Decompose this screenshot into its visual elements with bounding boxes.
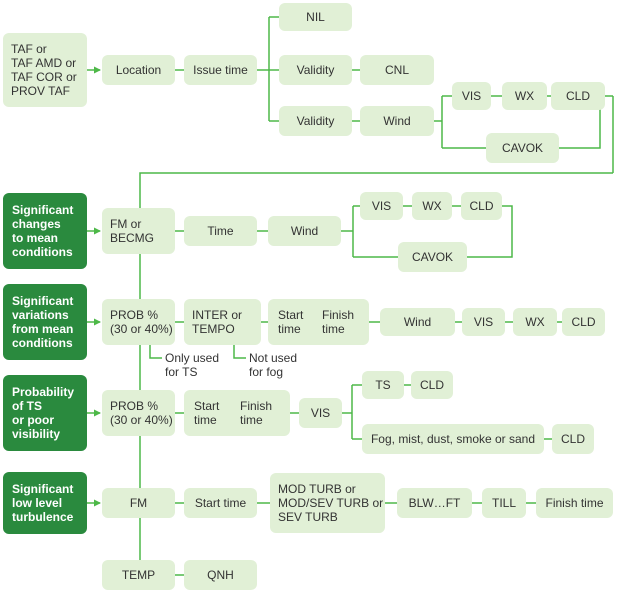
- qnh-box: QNH: [184, 560, 257, 590]
- vis-box-3: VIS: [462, 308, 505, 336]
- only-ts-note: Only used for TS: [165, 351, 220, 379]
- prob-box-4: PROB % (30 or 40%): [102, 390, 175, 436]
- turbulence-box: MOD TURB or MOD/SEV TURB or SEV TURB: [270, 473, 385, 533]
- cavok-box-1: CAVOK: [486, 133, 559, 163]
- start-time-label: Start time: [194, 399, 220, 427]
- significant-turbulence-label: Significant low level turbulence: [3, 472, 87, 534]
- validity-box-2: Validity: [279, 106, 352, 136]
- fm-becmg-box: FM or BECMG: [102, 208, 175, 254]
- wx-box-1: WX: [502, 82, 547, 110]
- significant-variations-label: Significant variations from mean conditi…: [3, 284, 87, 360]
- temp-box: TEMP: [102, 560, 175, 590]
- issue-time-box: Issue time: [184, 55, 257, 85]
- inter-tempo-box: INTER or TEMPO: [184, 299, 261, 345]
- nil-box: NIL: [279, 3, 352, 31]
- taf-type-box: TAF or TAF AMD or TAF COR or PROV TAF: [3, 33, 87, 107]
- location-box: Location: [102, 55, 175, 85]
- wind-box-2: Wind: [268, 216, 341, 246]
- wind-box-3: Wind: [380, 308, 455, 336]
- cld-box-1: CLD: [551, 82, 605, 110]
- cld-box-4b: CLD: [552, 424, 594, 454]
- start-finish-box-3: Start time Finish time: [268, 299, 369, 345]
- vis-box-4: VIS: [299, 398, 342, 428]
- validity-box-1: Validity: [279, 55, 352, 85]
- wind-box-1: Wind: [360, 106, 434, 136]
- cnl-box: CNL: [360, 55, 434, 85]
- time-box-2: Time: [184, 216, 257, 246]
- wx-box-2: WX: [412, 192, 452, 220]
- fog-mist-box: Fog, mist, dust, smoke or sand: [362, 424, 544, 454]
- ts-box: TS: [362, 371, 404, 399]
- start-time-label: Start time: [278, 308, 304, 336]
- till-box: TILL: [482, 488, 526, 518]
- finish-time-box-5: Finish time: [536, 488, 613, 518]
- finish-time-label: Finish time: [240, 399, 273, 427]
- cavok-box-2: CAVOK: [398, 242, 467, 272]
- not-fog-note: Not used for fog: [249, 351, 298, 379]
- cld-box-2: CLD: [461, 192, 502, 220]
- prob-box-3: PROB % (30 or 40%): [102, 299, 175, 345]
- probability-ts-label: Probability of TS or poor visibility: [3, 375, 87, 451]
- vis-box-2: VIS: [360, 192, 403, 220]
- finish-time-label: Finish time: [322, 308, 355, 336]
- wx-box-3: WX: [513, 308, 557, 336]
- blw-ft-box: BLW…FT: [397, 488, 472, 518]
- start-time-box-5: Start time: [184, 488, 257, 518]
- start-finish-box-4: Start time Finish time: [184, 390, 290, 436]
- cld-box-3: CLD: [562, 308, 605, 336]
- cld-box-4a: CLD: [411, 371, 453, 399]
- vis-box-1: VIS: [452, 82, 491, 110]
- fm-box-5: FM: [102, 488, 175, 518]
- significant-changes-label: Significant changes to mean conditions: [3, 193, 87, 269]
